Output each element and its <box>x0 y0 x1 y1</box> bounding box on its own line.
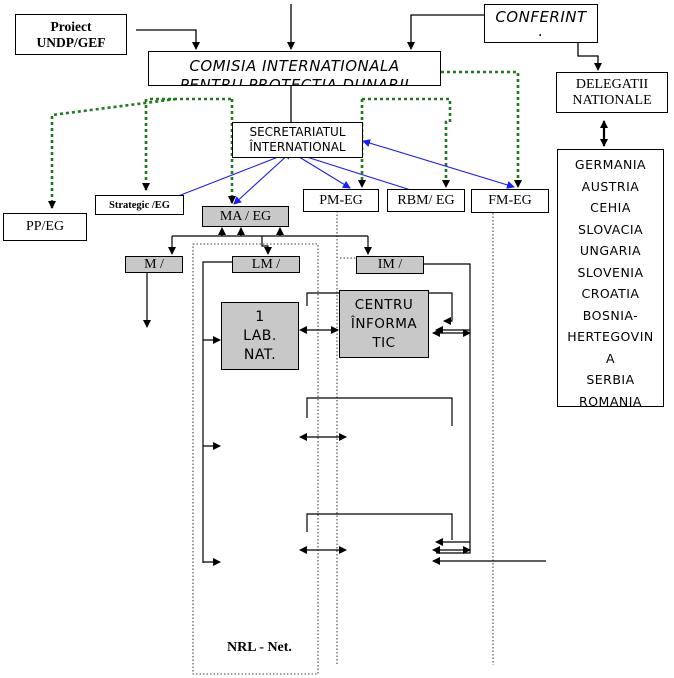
country-item: CROATIA <box>581 286 640 301</box>
country-item: ROMANIA <box>579 393 642 407</box>
lm-box: LM / <box>232 256 300 273</box>
lab-label: 1 LAB. NAT. <box>243 308 277 363</box>
secretariat-box: SECRETARIATUL ÎNTERNATIONAL <box>232 122 363 158</box>
strategic-eg-box: Strategic /EG <box>95 195 184 215</box>
country-item: SERBIA <box>586 372 635 387</box>
country-item: SLOVACIA <box>577 221 644 237</box>
proiect-label: Proiect UNDP/GEF <box>36 18 106 50</box>
delegatii-label: DELEGATII NATIONALE <box>572 76 652 108</box>
pm-eg-label: PM-EG <box>319 192 363 208</box>
pp-eg-box: PP/EG <box>3 213 87 241</box>
arrow-conferint-delegatii <box>577 43 602 71</box>
ma-eg-box: MA / EG <box>202 206 289 227</box>
countries-box: GERMANIA AUSTRIA CEHIA SLOVACIA UNGARIA … <box>557 149 664 407</box>
country-item: CEHIA <box>590 200 631 215</box>
conferint-dot: . <box>538 21 544 40</box>
comisia-box: COMISIA INTERNATIONALA PENTRU PROTECTIA … <box>148 51 441 86</box>
country-item: AUSTRIA <box>581 178 640 194</box>
group2-bracket <box>306 397 453 426</box>
secretariat-label: SECRETARIATUL ÎNTERNATIONAL <box>249 125 346 154</box>
im-label: IM / <box>377 257 403 272</box>
comisia-label-line2: PENTRU PROTECTIA DUNARII <box>179 76 410 86</box>
country-item: A <box>605 350 616 366</box>
pp-eg-label: PP/EG <box>25 219 65 234</box>
proiect-box: Proiect UNDP/GEF <box>15 14 127 55</box>
arrow-conferint-comisia <box>407 14 484 50</box>
m-label: M / <box>144 256 164 272</box>
rbm-eg-label: RBM/ EG <box>397 192 455 208</box>
fm-eg-box: FM-EG <box>471 189 549 213</box>
centru-box: CENTRU ÎNFORMA TIC <box>339 290 429 358</box>
blue-arrow-fm <box>362 139 515 189</box>
country-item: BOSNIA- <box>582 307 639 323</box>
blue-arrow-pm <box>290 151 351 189</box>
fm-eg-label: FM-EG <box>488 193 532 208</box>
centru-top-bracket <box>306 292 453 325</box>
centru-label: CENTRU ÎNFORMA TIC <box>350 296 418 351</box>
dotted-link-pp-eg <box>48 97 177 209</box>
ma-down-lm <box>261 236 272 255</box>
conferint-label: CONFERINT <box>495 7 587 26</box>
strategic-eg-label: Strategic /EG <box>109 199 170 211</box>
nrl-label: NRL - Net. <box>227 640 292 655</box>
dotted-link-fm-eg <box>441 70 522 188</box>
im-bracket <box>424 263 471 554</box>
comisia-label-line1: COMISIA INTERNATIONALA <box>189 57 400 75</box>
ma-eg-label: MA / EG <box>219 208 272 224</box>
pm-eg-box: PM-EG <box>303 189 379 212</box>
arrow-proiect-comisia <box>136 29 200 50</box>
nrl-container <box>192 243 319 675</box>
country-item: UNGARIA <box>579 243 642 258</box>
country-item: GERMANIA <box>574 157 647 172</box>
im-box: IM / <box>356 256 424 274</box>
lm-bracket <box>202 261 232 563</box>
lab-box: 1 LAB. NAT. <box>221 302 299 370</box>
delegatii-box: DELEGATII NATIONALE <box>556 72 668 113</box>
group3-bracket <box>306 513 453 540</box>
m-box: M / <box>125 256 183 273</box>
lm-label: LM / <box>251 256 281 272</box>
blue-arrow-ma <box>233 151 292 205</box>
dotted-link-rbm-eg <box>362 97 452 188</box>
country-item: HERTEGOVIN <box>567 329 654 344</box>
rbm-eg-box: RBM/ EG <box>387 189 465 212</box>
conferint-box: CONFERINT . <box>484 4 598 43</box>
country-item: SLOVENIA <box>577 264 644 280</box>
